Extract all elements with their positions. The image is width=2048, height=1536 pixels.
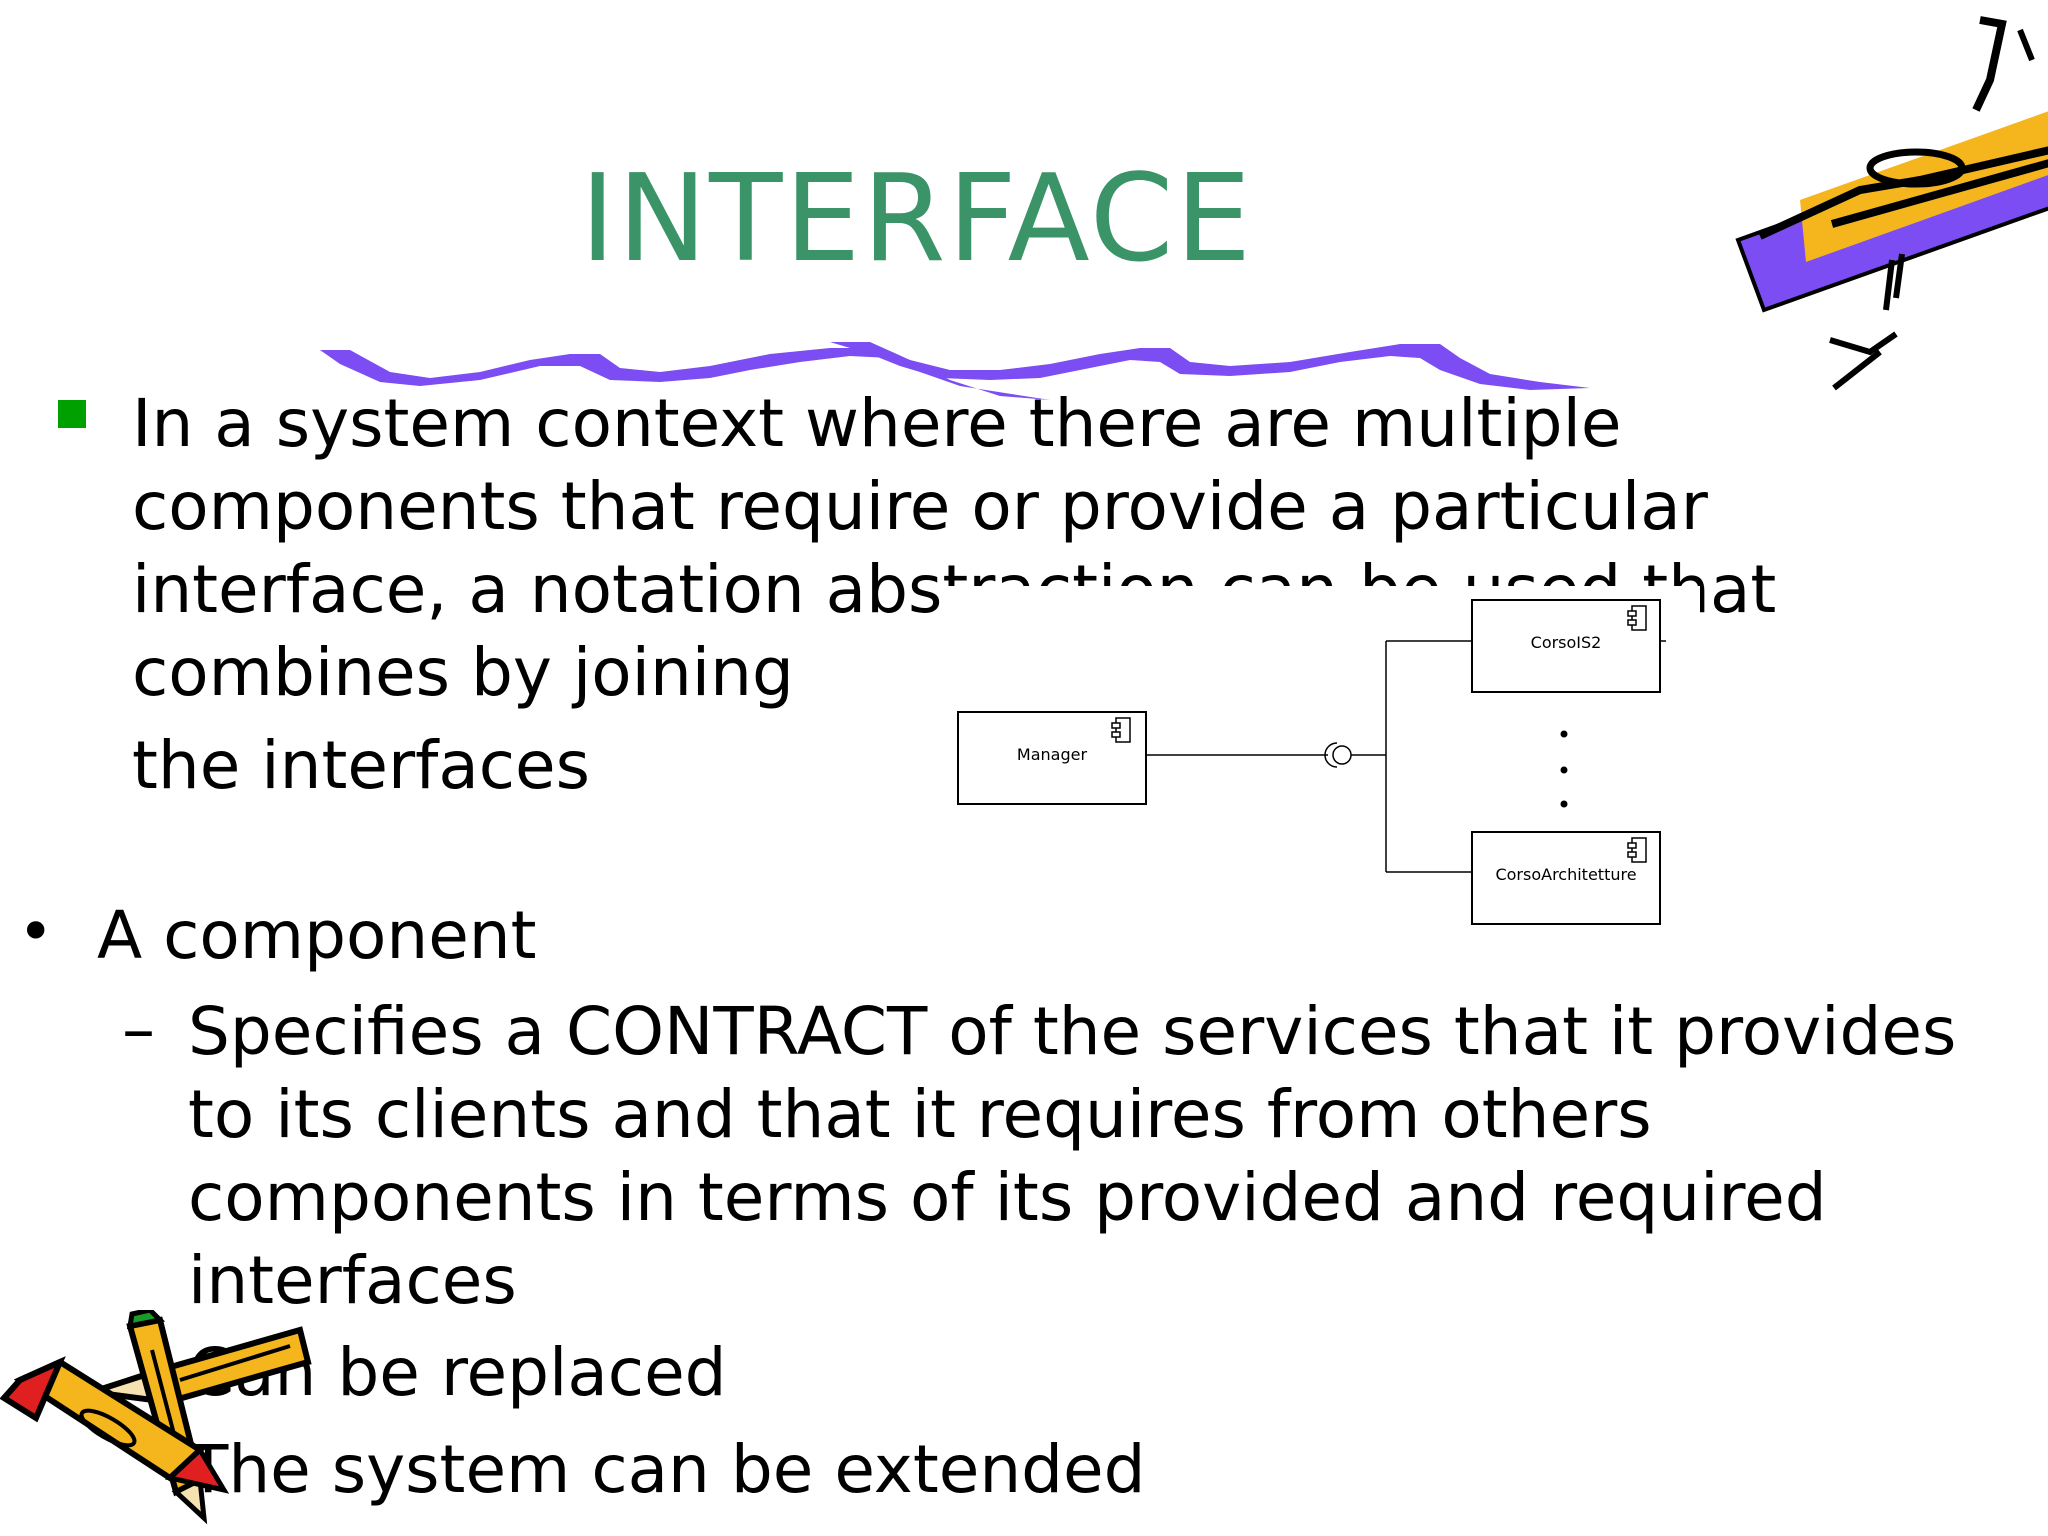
component-diagram-svg: Manager CorsoIS2	[957, 599, 1666, 925]
bullet1-line: combines by joining	[132, 634, 794, 711]
manager-label: Manager	[1017, 745, 1088, 764]
sub-bullet1-line: interfaces	[188, 1242, 517, 1319]
socket-icon	[1324, 742, 1338, 768]
sub-bullet3-text: The system can be extended	[188, 1431, 1146, 1508]
sub-bullet1-paragraph: Specifies a CONTRACT of the services tha…	[188, 990, 1956, 1322]
ellipsis-dot	[1560, 800, 1568, 808]
slide-title: INTERFACE	[580, 150, 1254, 289]
manager-component: Manager	[957, 711, 1147, 805]
bullet1-line: In a system context where there are mult…	[132, 385, 1622, 462]
corsoarchitetture-component: CorsoArchitetture	[1471, 831, 1661, 925]
bullet1-line: components that require or provide a par…	[132, 468, 1708, 545]
interface-ball-icon	[1332, 745, 1352, 765]
squiggle-decoration	[320, 342, 1590, 400]
component-icon	[1627, 605, 1647, 631]
ellipsis-dot	[1560, 766, 1568, 774]
component-diagram: Manager CorsoIS2	[940, 586, 1700, 930]
sub-bullet1-line: components in terms of its provided and …	[188, 1159, 1827, 1236]
component-icon	[1627, 837, 1647, 863]
sub-bullet1-line: to its clients and that it requires from…	[188, 1076, 1652, 1153]
ellipsis-dot	[1560, 730, 1568, 738]
green-square-icon	[58, 400, 86, 428]
sub-bullet-dash: –	[122, 991, 155, 1068]
bullet1-tail: the interfaces	[132, 727, 591, 804]
bullet-dot: •	[18, 897, 54, 967]
corsoarchitetture-label: CorsoArchitetture	[1495, 865, 1636, 884]
component-icon	[1111, 717, 1131, 743]
crossed-pencils-icon	[0, 1310, 312, 1525]
corsois2-component: CorsoIS2	[1471, 599, 1666, 693]
pencil-icon	[1735, 16, 2048, 391]
sub-bullet1-line: Specifies a CONTRACT of the services tha…	[188, 993, 1957, 1070]
corsois2-label: CorsoIS2	[1531, 633, 1602, 652]
bullet2-text: A component	[97, 897, 537, 974]
